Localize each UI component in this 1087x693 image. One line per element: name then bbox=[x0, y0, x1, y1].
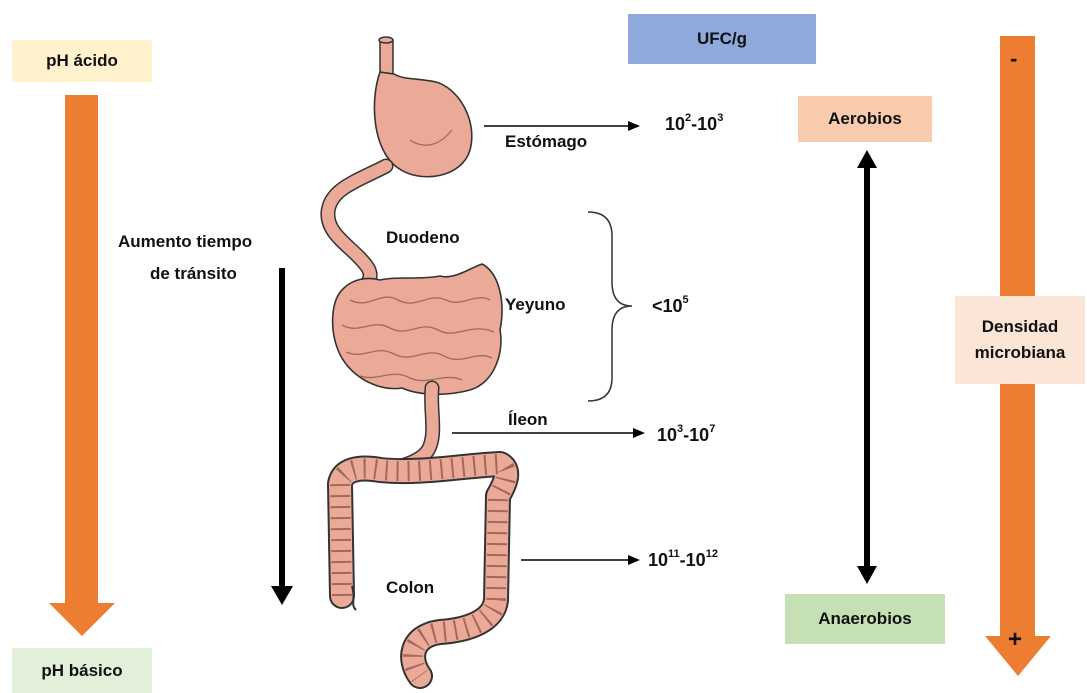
transit-label-line1: Aumento tiempo bbox=[118, 232, 252, 252]
ileum-pointer-arrow bbox=[452, 428, 645, 438]
colon-label: Colon bbox=[386, 578, 434, 598]
transit-time-arrow bbox=[271, 268, 293, 605]
density-label-line1: Densidad bbox=[982, 314, 1059, 340]
density-minus-sign: - bbox=[1010, 46, 1017, 72]
duodenum-label: Duodeno bbox=[386, 228, 460, 248]
ph-gradient-arrow bbox=[49, 95, 115, 636]
jejunum-count: <105 bbox=[652, 296, 689, 317]
transit-label-line2: de tránsito bbox=[150, 264, 237, 284]
density-label: Densidad microbiana bbox=[955, 296, 1085, 384]
ileum-label: Íleon bbox=[508, 410, 548, 430]
ileum-count: 103-107 bbox=[657, 425, 715, 446]
stomach-label: Estómago bbox=[505, 132, 587, 152]
stomach-count: 102-103 bbox=[665, 114, 723, 135]
oxygen-double-arrow bbox=[857, 150, 877, 584]
colon-pointer-arrow bbox=[521, 555, 640, 565]
colon-count: 1011-1012 bbox=[648, 550, 718, 571]
stomach-pointer-arrow bbox=[484, 121, 640, 131]
density-plus-sign: + bbox=[1008, 626, 1022, 654]
density-label-line2: microbiana bbox=[975, 340, 1066, 366]
jejunum-brace bbox=[588, 212, 632, 401]
jejunum-label: Yeyuno bbox=[505, 295, 565, 315]
